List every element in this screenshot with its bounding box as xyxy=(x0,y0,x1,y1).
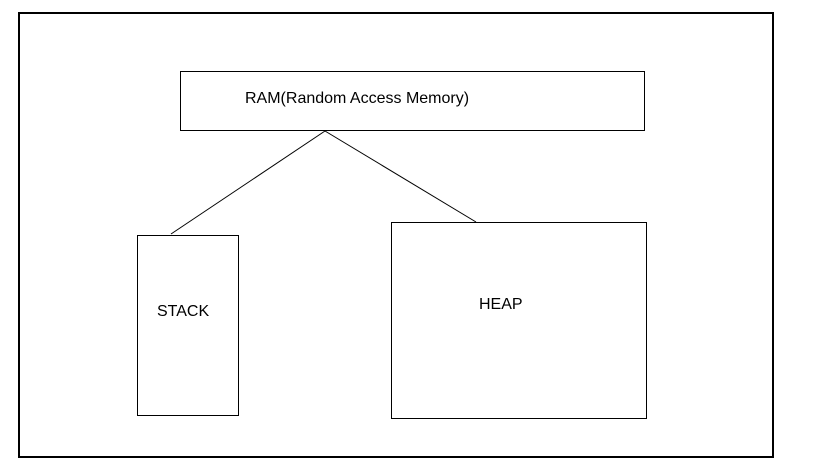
ram-node-label: RAM(Random Access Memory) xyxy=(245,90,470,107)
heap-node-label: HEAP xyxy=(479,296,523,313)
stack-node-label: STACK xyxy=(157,303,210,320)
stack-node: STACK xyxy=(137,235,239,416)
ram-node: RAM(Random Access Memory) xyxy=(180,71,645,131)
diagram-frame xyxy=(18,12,774,458)
heap-node: HEAP xyxy=(391,222,647,419)
connector-ram-to-heap xyxy=(324,130,477,223)
connector-ram-to-stack xyxy=(170,130,326,235)
